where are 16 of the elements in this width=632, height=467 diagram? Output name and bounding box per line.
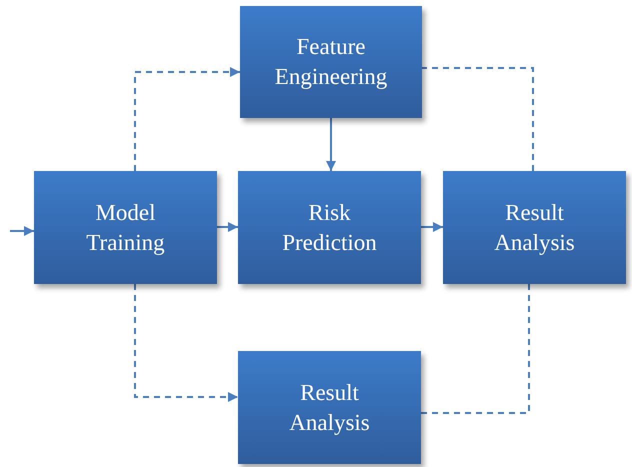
box-label: Model Training (85, 198, 166, 257)
process-box (240, 6, 422, 118)
box-label: Result Analysis (288, 378, 371, 437)
box-label: Result Analysis (493, 198, 576, 257)
arrow (10, 226, 34, 236)
process-box (238, 351, 421, 464)
process-box (34, 171, 217, 284)
box-label: Risk Prediction (281, 198, 378, 256)
arrow (421, 222, 443, 232)
process-box (238, 171, 421, 284)
arrow (326, 118, 336, 171)
process-box (443, 171, 626, 284)
arrow (134, 67, 240, 171)
arrow (134, 284, 238, 402)
box-label: Feature Engineering (274, 33, 388, 91)
arrow (217, 222, 238, 232)
